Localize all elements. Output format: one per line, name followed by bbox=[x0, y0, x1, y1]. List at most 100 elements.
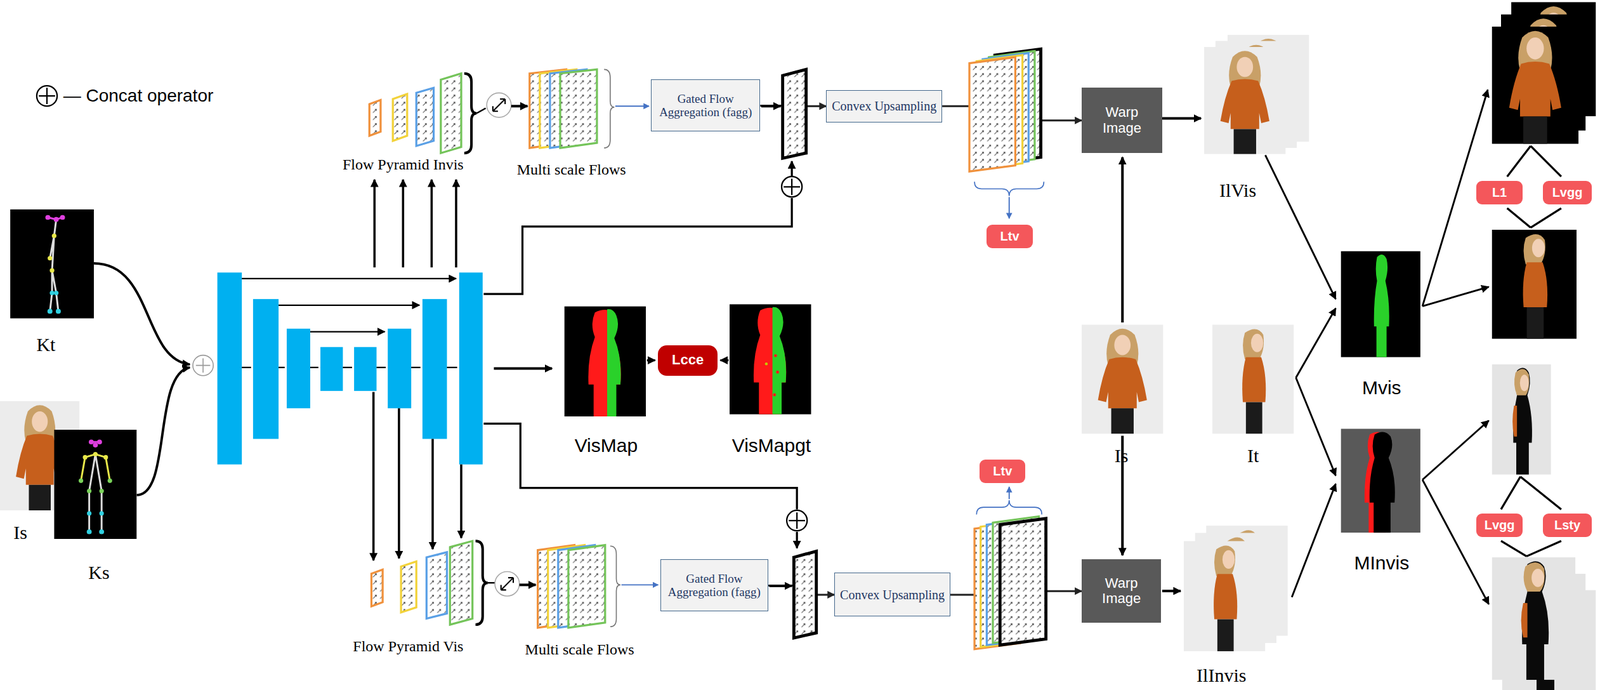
visibility-map bbox=[563, 305, 646, 417]
node-text: Lsty bbox=[1554, 517, 1581, 532]
loss-links bbox=[1501, 145, 1562, 556]
target-pose bbox=[10, 209, 94, 319]
node-text: L1 bbox=[1492, 185, 1507, 200]
resize-symbol bbox=[494, 570, 520, 596]
loss-box: Lsty bbox=[1542, 513, 1592, 537]
warped-image bbox=[1204, 46, 1286, 155]
figure-label: VisMap bbox=[574, 434, 639, 456]
figure-label: Ks bbox=[88, 560, 110, 582]
multi-scale-flows bbox=[529, 69, 597, 148]
legend-entry: — Concat operator bbox=[63, 86, 214, 106]
unet-bars bbox=[217, 272, 483, 464]
loss-box: Lcce bbox=[657, 345, 717, 376]
figure-label: Flow Pyramid Vis bbox=[352, 637, 464, 655]
upsampling-box: Convex Upsampling bbox=[834, 572, 951, 617]
figure-label: VisMapgt bbox=[732, 434, 812, 456]
node-text: Lvgg bbox=[1484, 517, 1515, 532]
unet-arrows bbox=[241, 278, 457, 368]
arrow bbox=[647, 359, 656, 361]
multi-scale-flows bbox=[537, 544, 606, 628]
legend-text: — Concat operator bbox=[63, 85, 214, 106]
figure-label: Mvis bbox=[1362, 376, 1402, 398]
arrow bbox=[476, 107, 486, 113]
figure-label: Multi scale Flows bbox=[517, 161, 627, 178]
bracket bbox=[475, 540, 488, 625]
target-cutout bbox=[1492, 229, 1577, 339]
pyramid-arrows bbox=[373, 179, 462, 561]
arrow bbox=[720, 359, 729, 361]
arrow bbox=[791, 161, 794, 177]
figure-label: Flow Pyramid Invis bbox=[342, 156, 464, 173]
node-text: Gated Flow Aggregation (fagg) bbox=[666, 571, 763, 599]
node-text: Convex Upsampling bbox=[839, 587, 945, 602]
concat-symbol bbox=[192, 355, 214, 376]
figure-label: Is bbox=[1114, 444, 1129, 466]
arrow bbox=[1162, 589, 1181, 592]
output-image bbox=[1492, 26, 1580, 145]
node-text: Warp Image bbox=[1086, 104, 1158, 136]
source-pose bbox=[53, 429, 137, 539]
aggregation-box: Gated Flow Aggregation (fagg) bbox=[650, 79, 761, 132]
arrow bbox=[615, 105, 650, 107]
aggregation-box: Gated Flow Aggregation (fagg) bbox=[660, 558, 769, 611]
node-text: Convex Upsampling bbox=[831, 98, 937, 113]
loss-box: L1 bbox=[1476, 180, 1522, 205]
upsampling-box: Convex Upsampling bbox=[826, 90, 943, 123]
node-text: Warp Image bbox=[1086, 575, 1156, 607]
figure-label: It bbox=[1247, 444, 1259, 466]
warp-box: Warp Image bbox=[1081, 558, 1161, 623]
mask-arrows bbox=[1265, 90, 1489, 604]
warped-image bbox=[1183, 540, 1266, 651]
arrow bbox=[493, 366, 552, 370]
bracket bbox=[464, 73, 477, 153]
loss-box: Ltv bbox=[979, 459, 1026, 483]
resize-symbol bbox=[486, 92, 512, 118]
target-cutout bbox=[1492, 364, 1552, 475]
bracket bbox=[976, 499, 1042, 515]
figure-label: IlVis bbox=[1219, 179, 1257, 201]
bracket bbox=[603, 69, 615, 148]
output-image bbox=[1492, 557, 1576, 680]
node-text: Ltv bbox=[992, 463, 1012, 478]
warp-box: Warp Image bbox=[1081, 87, 1163, 153]
arrow bbox=[1162, 117, 1201, 120]
node-text: Gated Flow Aggregation (fagg) bbox=[656, 91, 755, 120]
figure-label: Multi scale Flows bbox=[525, 640, 635, 658]
arrow bbox=[511, 104, 528, 108]
flow-pyramid bbox=[371, 540, 473, 625]
bracket bbox=[974, 181, 1044, 197]
decoder-link bbox=[483, 197, 792, 294]
figure-label: MInvis bbox=[1353, 551, 1410, 573]
visibility-map-gt bbox=[729, 303, 812, 415]
flow-field bbox=[782, 69, 807, 158]
bracket bbox=[610, 545, 621, 627]
visible-mask bbox=[1340, 251, 1420, 358]
target-image bbox=[1212, 324, 1295, 434]
loss-box: Lvgg bbox=[1542, 180, 1592, 205]
arrow bbox=[1121, 157, 1124, 323]
arrow bbox=[487, 581, 495, 584]
arrow bbox=[519, 583, 537, 586]
upsampled-flows bbox=[969, 48, 1042, 172]
loss-box: Lvgg bbox=[1476, 513, 1522, 537]
figure-label: IlInvis bbox=[1196, 664, 1246, 686]
arrow bbox=[621, 583, 659, 585]
concat-symbol bbox=[36, 85, 58, 106]
flow-field bbox=[793, 550, 816, 638]
node-text: Lvgg bbox=[1552, 185, 1583, 200]
node-text: Ltv bbox=[1000, 229, 1020, 243]
upsampled-flows bbox=[974, 516, 1047, 650]
figure-label: Is bbox=[13, 520, 28, 542]
flow-pyramid bbox=[369, 73, 462, 153]
arrow bbox=[769, 584, 792, 587]
source-image bbox=[1081, 324, 1164, 434]
arrow bbox=[796, 531, 799, 549]
arrow bbox=[1008, 196, 1010, 219]
input-arrows bbox=[93, 263, 190, 495]
arrow bbox=[1008, 486, 1010, 499]
loss-box: Ltv bbox=[986, 224, 1033, 249]
concat-symbol bbox=[786, 510, 807, 531]
concat-symbol bbox=[781, 176, 802, 197]
